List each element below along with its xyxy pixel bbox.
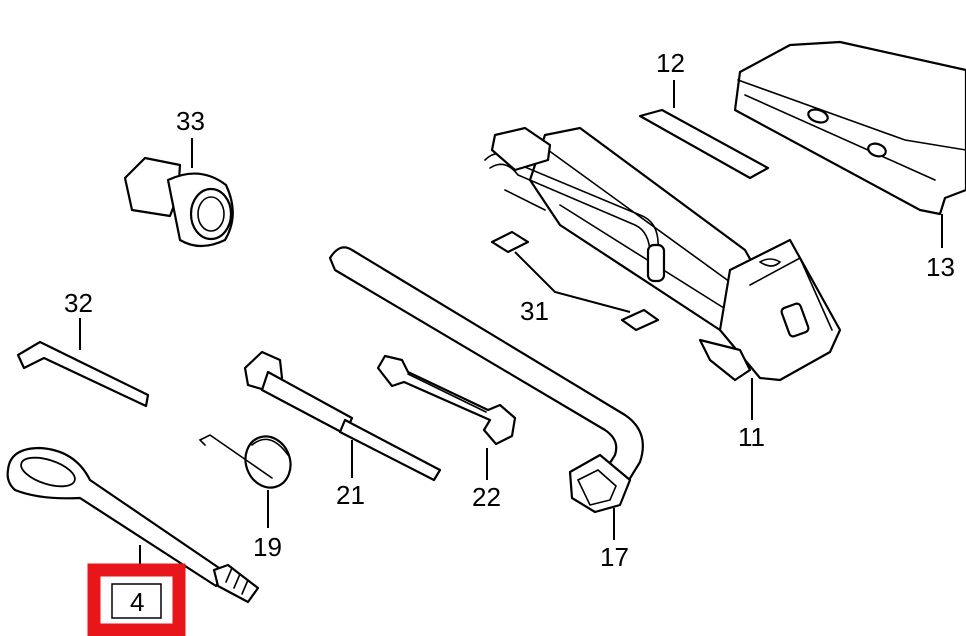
strip-part[interactable]: [638, 108, 770, 180]
part-number-13[interactable]: 13: [926, 252, 955, 282]
part-number-22[interactable]: 22: [472, 482, 501, 512]
cover-panel-part[interactable]: [733, 40, 966, 216]
leader-31: [514, 251, 631, 313]
part-number-19[interactable]: 19: [253, 532, 282, 562]
scissor-jack-part[interactable]: [484, 126, 842, 382]
spring-clip-part[interactable]: [198, 430, 298, 494]
screwdriver-part[interactable]: [243, 350, 442, 482]
pad-part-lower[interactable]: [620, 308, 660, 332]
spanner-part[interactable]: [376, 354, 517, 446]
part-number-12[interactable]: 12: [656, 48, 685, 78]
part-number-4[interactable]: 4: [130, 587, 144, 617]
part-number-4-box: [111, 583, 162, 619]
pad-part-upper[interactable]: [490, 230, 530, 254]
part-number-31[interactable]: 31: [520, 296, 549, 326]
part-number-11[interactable]: 11: [738, 422, 765, 452]
part-number-17[interactable]: 17: [600, 542, 629, 572]
part-number-21[interactable]: 21: [336, 480, 365, 510]
socket-adapter-part[interactable]: [123, 156, 234, 248]
lug-wrench-part[interactable]: [328, 246, 644, 514]
highlight-box-part-4: [87, 563, 186, 636]
part-number-32[interactable]: 32: [64, 288, 93, 318]
towing-eye-part[interactable]: [6, 446, 260, 604]
hex-key-part[interactable]: [16, 340, 150, 408]
part-number-33[interactable]: 33: [176, 106, 205, 136]
